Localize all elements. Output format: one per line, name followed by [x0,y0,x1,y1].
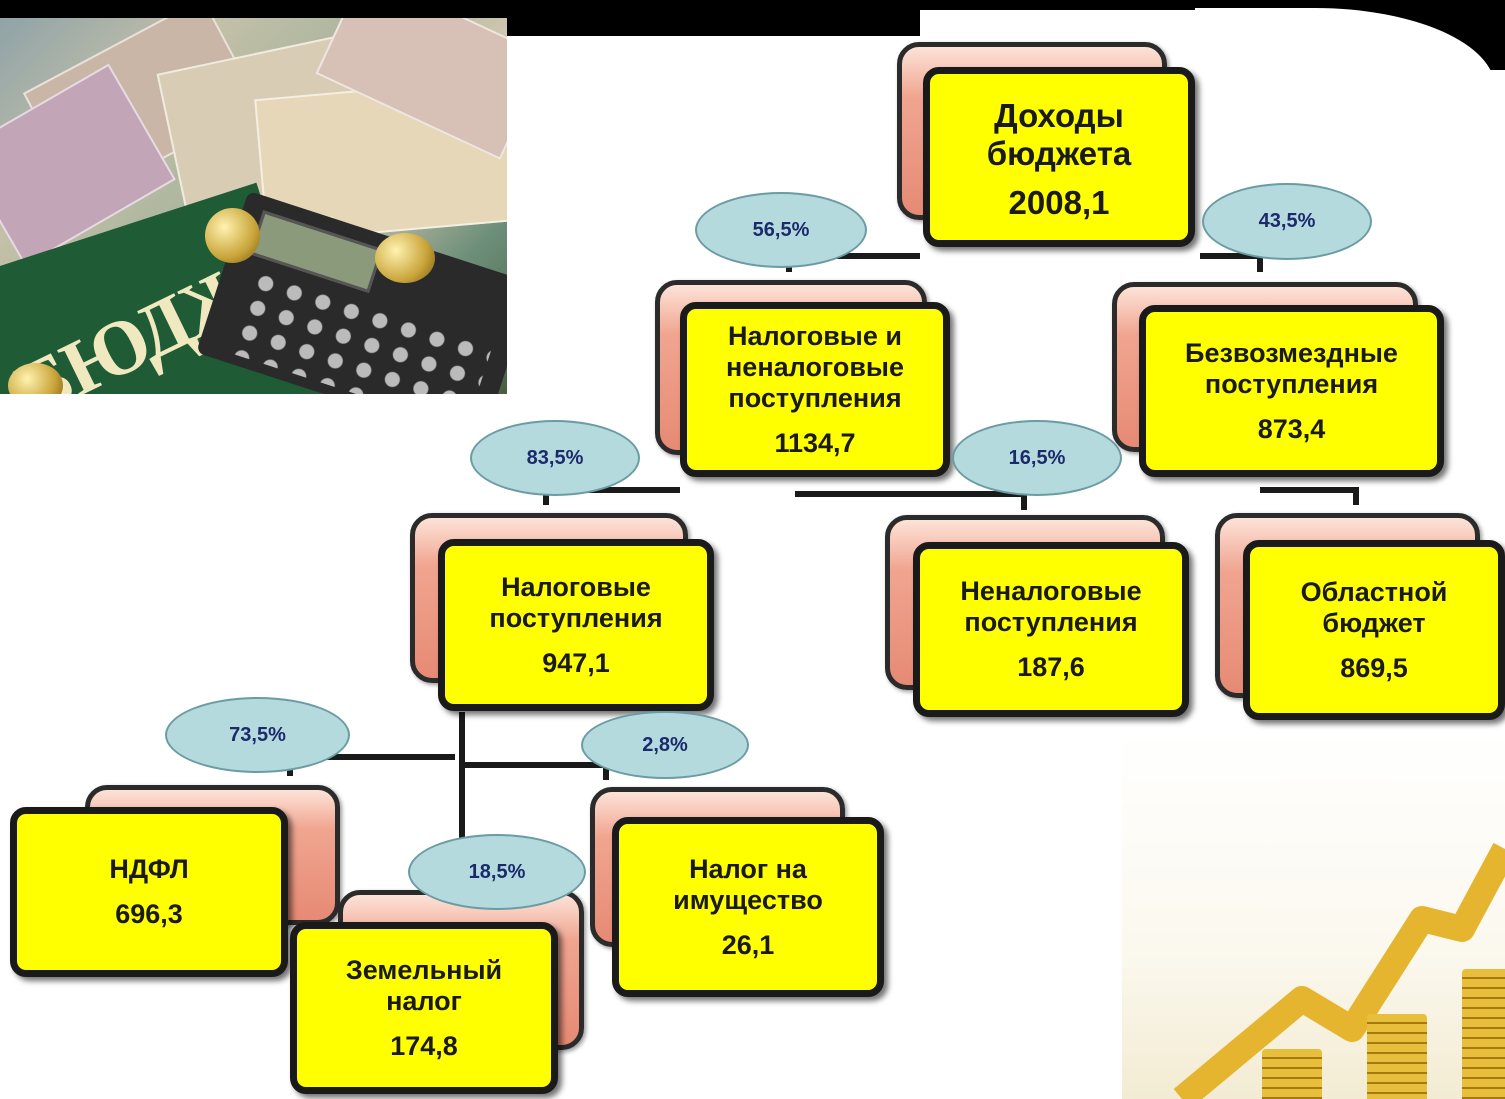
node-title: Налог на имущество [673,853,823,915]
node-front-panel: Безвозмездные поступления 873,4 [1139,305,1444,477]
node-front-panel: Налог на имущество 26,1 [612,817,884,997]
node-front-panel: Налоговые и неналоговые поступления 1134… [680,302,950,477]
coin-stack [1367,1014,1427,1099]
node-front-panel: Неналоговые поступления 187,6 [913,542,1189,717]
node-title: Областной бюджет [1300,576,1448,638]
percent-bubble-gratuitous: 43,5% [1202,183,1372,260]
connector-mid-right [795,491,1027,510]
connector-gratuitous [1260,487,1359,505]
budget-money-photo: БЮДЖЕТ [0,18,507,394]
connector-root-right [1200,253,1263,272]
node-value: 187,6 [1017,652,1085,682]
coin-image [8,363,63,394]
node-front-panel: Областной бюджет 869,5 [1243,540,1505,720]
node-title: Земельный налог [345,954,503,1016]
node-value: 1134,7 [774,427,856,458]
node-title: Налоговые поступления [489,571,663,633]
coin-stack [1462,969,1505,1099]
node-front-panel: НДФЛ 696,3 [10,807,288,977]
coin-image [205,208,260,263]
percent-bubble-nontax: 16,5% [952,420,1122,496]
node-nontax-revenue: Неналоговые поступления 187,6 [885,515,1193,720]
node-value: 174,8 [390,1030,458,1061]
percent-bubble-ndfl: 73,5% [165,697,350,773]
node-title: Налоговые и неналоговые поступления [726,320,904,413]
node-value: 696,3 [115,899,183,929]
node-land-tax: Земельный налог 174,8 [290,890,584,1095]
node-gratuitous: Безвозмездные поступления 873,4 [1112,282,1447,482]
node-tax-revenue: Налоговые поступления 947,1 [410,513,715,713]
node-title: Неналоговые поступления [960,576,1142,637]
node-title: НДФЛ [109,854,189,884]
node-value: 869,5 [1340,652,1408,683]
percent-bubble-tax: 83,5% [470,420,640,496]
top-white-gap [920,10,1202,40]
percent-bubble-land: 18,5% [408,834,586,910]
coin-image [375,233,435,283]
node-title: Безвозмездные поступления [1185,337,1398,399]
node-regional-budget: Областной бюджет 869,5 [1215,513,1505,723]
node-value: 2008,1 [1008,183,1110,221]
node-value: 947,1 [542,647,610,678]
node-front-panel: Земельный налог 174,8 [290,922,558,1094]
node-tax-nontax: Налоговые и неналоговые поступления 1134… [655,280,955,480]
node-value: 26,1 [721,929,775,960]
coin-stack [1262,1049,1322,1099]
percent-bubble-tax-nontax: 56,5% [695,192,867,268]
node-budget-revenue: Доходы бюджета 2008,1 [897,42,1197,252]
growth-arrow [1173,842,1505,1099]
node-front-panel: Доходы бюджета 2008,1 [923,67,1195,247]
node-property-tax: Налог на имущество 26,1 [590,787,890,1002]
node-title: Доходы бюджета [986,96,1132,172]
node-ndfl: НДФЛ 696,3 [10,785,340,980]
connector-tax-right [462,762,609,780]
percent-bubble-property: 2,8% [581,711,749,779]
coin-growth-image [1122,729,1505,1099]
node-front-panel: Налоговые поступления 947,1 [438,539,714,711]
node-value: 873,4 [1257,413,1326,444]
